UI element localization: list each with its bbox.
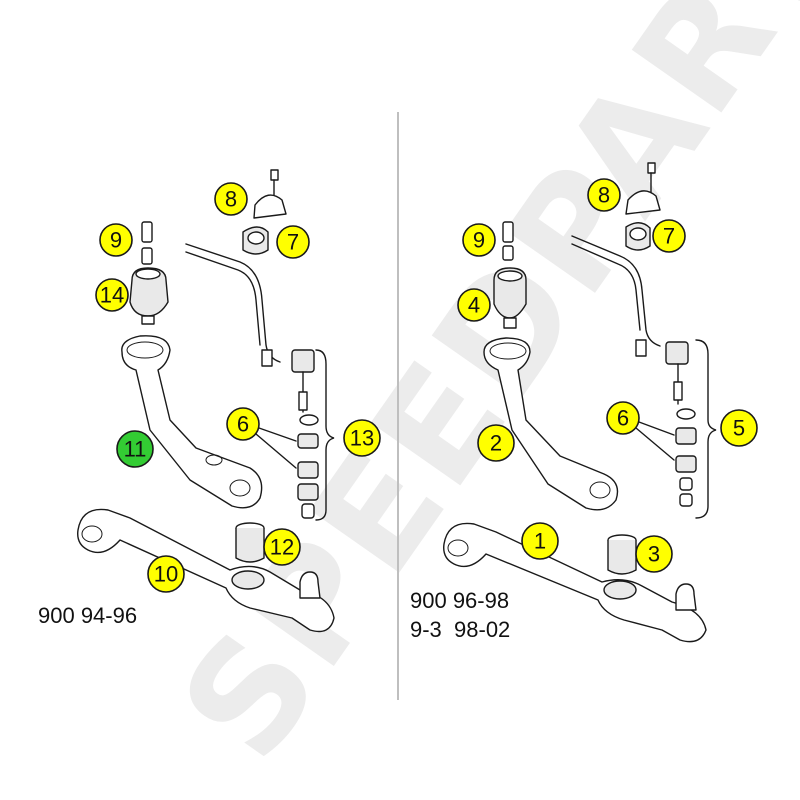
- svg-text:6: 6: [237, 412, 249, 437]
- svg-text:11: 11: [124, 437, 147, 462]
- callout-2: 2: [477, 424, 515, 462]
- svg-text:4: 4: [468, 293, 480, 318]
- svg-text:2: 2: [490, 431, 502, 456]
- svg-text:8: 8: [225, 187, 237, 212]
- right-panel: 8 7 9 4 6 5 2 1 3: [443, 162, 758, 643]
- watermark: SPEEDPARTS: [149, 0, 800, 790]
- callout-8: 8: [214, 182, 248, 216]
- lower-control-arm: [77, 508, 335, 633]
- callout-8-right: 8: [587, 178, 621, 212]
- callout-7: 7: [276, 225, 310, 259]
- callout-7-right: 7: [652, 219, 686, 253]
- svg-text:14: 14: [100, 283, 124, 308]
- callout-10: 10: [147, 555, 185, 593]
- callout-13: 13: [343, 419, 381, 457]
- svg-text:10: 10: [154, 562, 178, 587]
- callout-5: 5: [720, 409, 758, 447]
- svg-text:1: 1: [534, 529, 546, 554]
- right-model-caption-line1: 900 96-98: [410, 588, 510, 613]
- svg-text:9: 9: [473, 228, 485, 253]
- bushing-12-part: [235, 522, 265, 563]
- bracket-13: [315, 349, 335, 521]
- callout-3: 3: [635, 535, 673, 573]
- right-model-caption-line2: 9-3 98-02: [410, 617, 511, 642]
- left-model-caption: 900 94-96: [38, 603, 138, 628]
- left-panel: 8 7 9 14 6 13 11 12 10: [77, 169, 381, 633]
- stabilizer-bar: [185, 243, 281, 363]
- svg-text:8: 8: [598, 183, 610, 208]
- link-top-part: [261, 349, 315, 413]
- svg-text:9: 9: [110, 228, 122, 253]
- clamp-bolt-part: [253, 169, 287, 219]
- link-bushings-part: [297, 414, 319, 519]
- svg-text:SPEEDPARTS: SPEEDPARTS: [149, 0, 800, 790]
- svg-text:5: 5: [733, 416, 745, 441]
- svg-text:12: 12: [270, 535, 294, 560]
- svg-text:7: 7: [287, 230, 299, 255]
- callout-9: 9: [99, 223, 133, 257]
- bushing-14-part: [129, 267, 169, 325]
- callout-4: 4: [457, 288, 491, 322]
- callout-14: 14: [95, 278, 129, 312]
- callout-6-right: 6: [606, 401, 640, 435]
- pins-part: [141, 221, 153, 265]
- stabilizer-bushing-part: [242, 226, 269, 255]
- svg-text:7: 7: [663, 224, 675, 249]
- callout-11: 11: [116, 430, 154, 468]
- svg-text:3: 3: [648, 542, 660, 567]
- callout-12: 12: [263, 528, 301, 566]
- upper-control-arm: [121, 335, 263, 509]
- svg-text:13: 13: [350, 426, 374, 451]
- svg-text:6: 6: [617, 406, 629, 431]
- callout-6: 6: [226, 407, 260, 441]
- callout-1: 1: [521, 522, 559, 560]
- callout-9-right: 9: [462, 223, 496, 257]
